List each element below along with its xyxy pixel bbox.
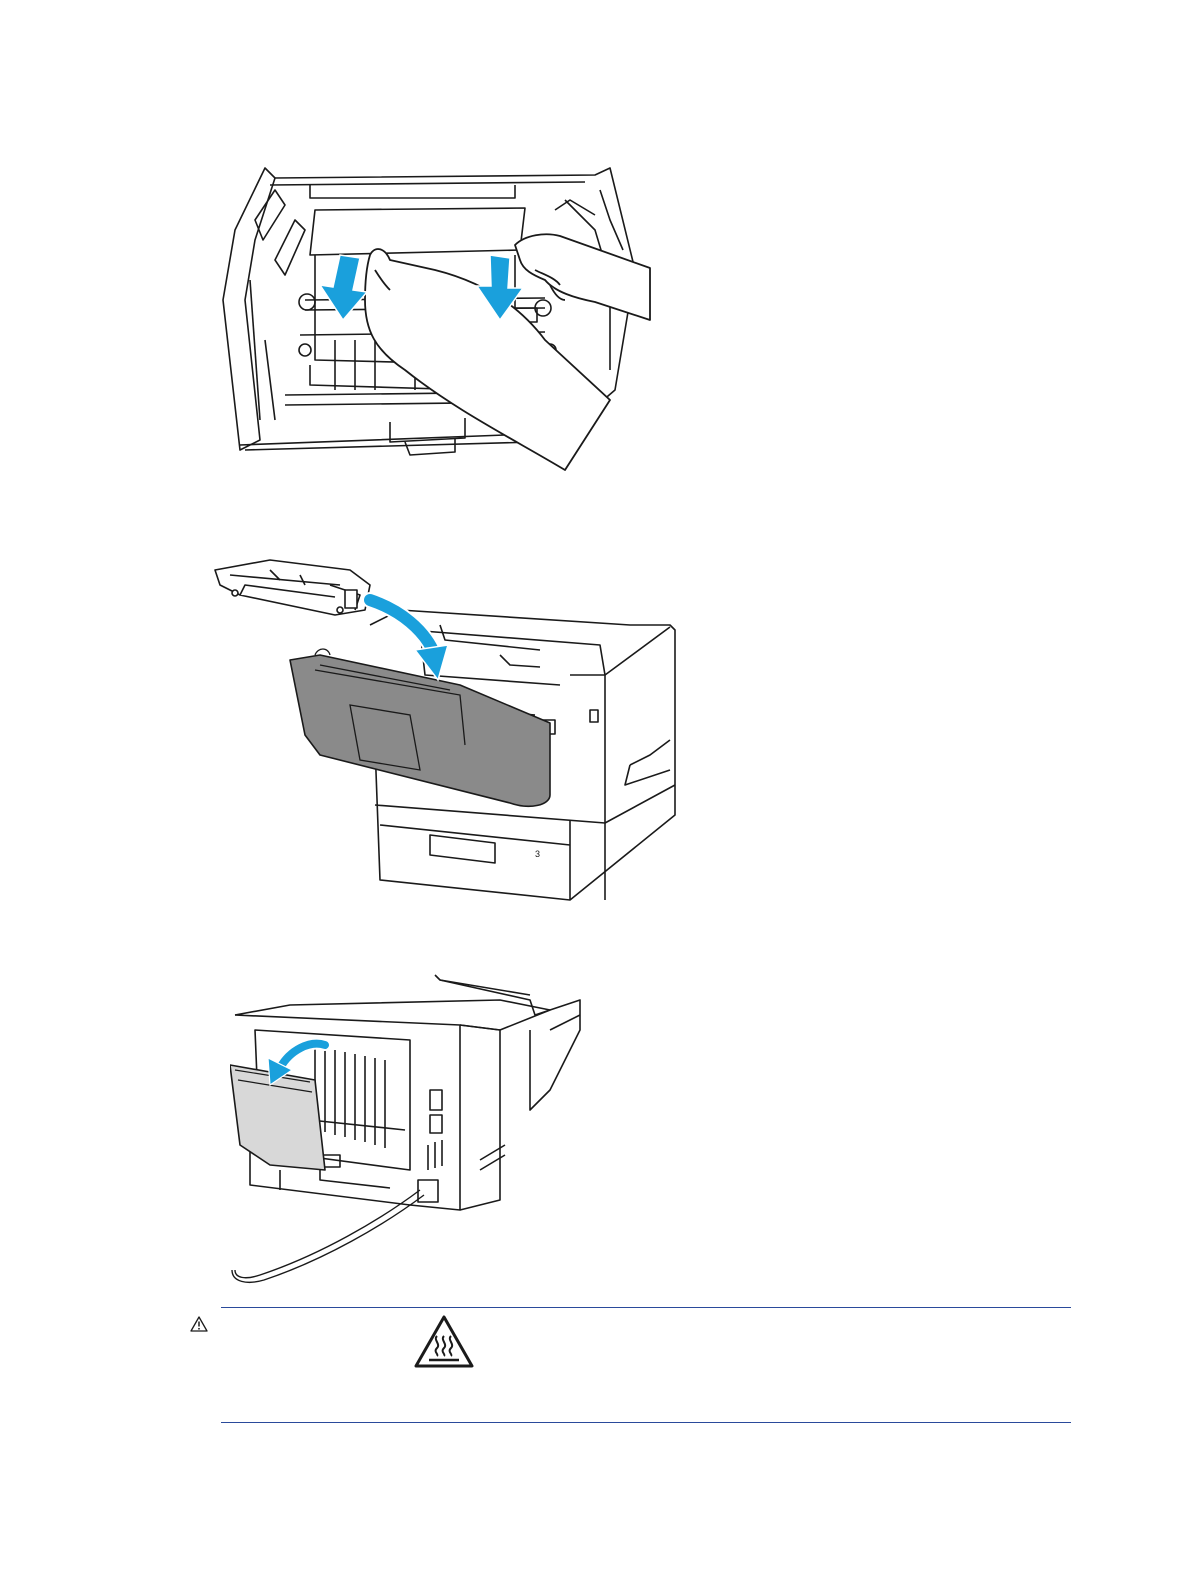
printer-interior-drawing xyxy=(215,160,660,475)
printer-rear-drawing xyxy=(230,970,585,1285)
rear-door-open-illustration xyxy=(230,970,585,1285)
hot-surface-icon xyxy=(413,1314,475,1370)
tray-number-label: 3 xyxy=(535,849,540,859)
jam-removal-illustration xyxy=(215,160,660,475)
toner-cartridge-install-illustration: 3 xyxy=(210,555,680,905)
printer-front-drawing: 3 xyxy=(210,555,680,905)
warning-triangle-icon xyxy=(190,1316,208,1332)
warning-top-rule xyxy=(221,1307,1071,1308)
warning-bottom-rule xyxy=(221,1422,1071,1423)
